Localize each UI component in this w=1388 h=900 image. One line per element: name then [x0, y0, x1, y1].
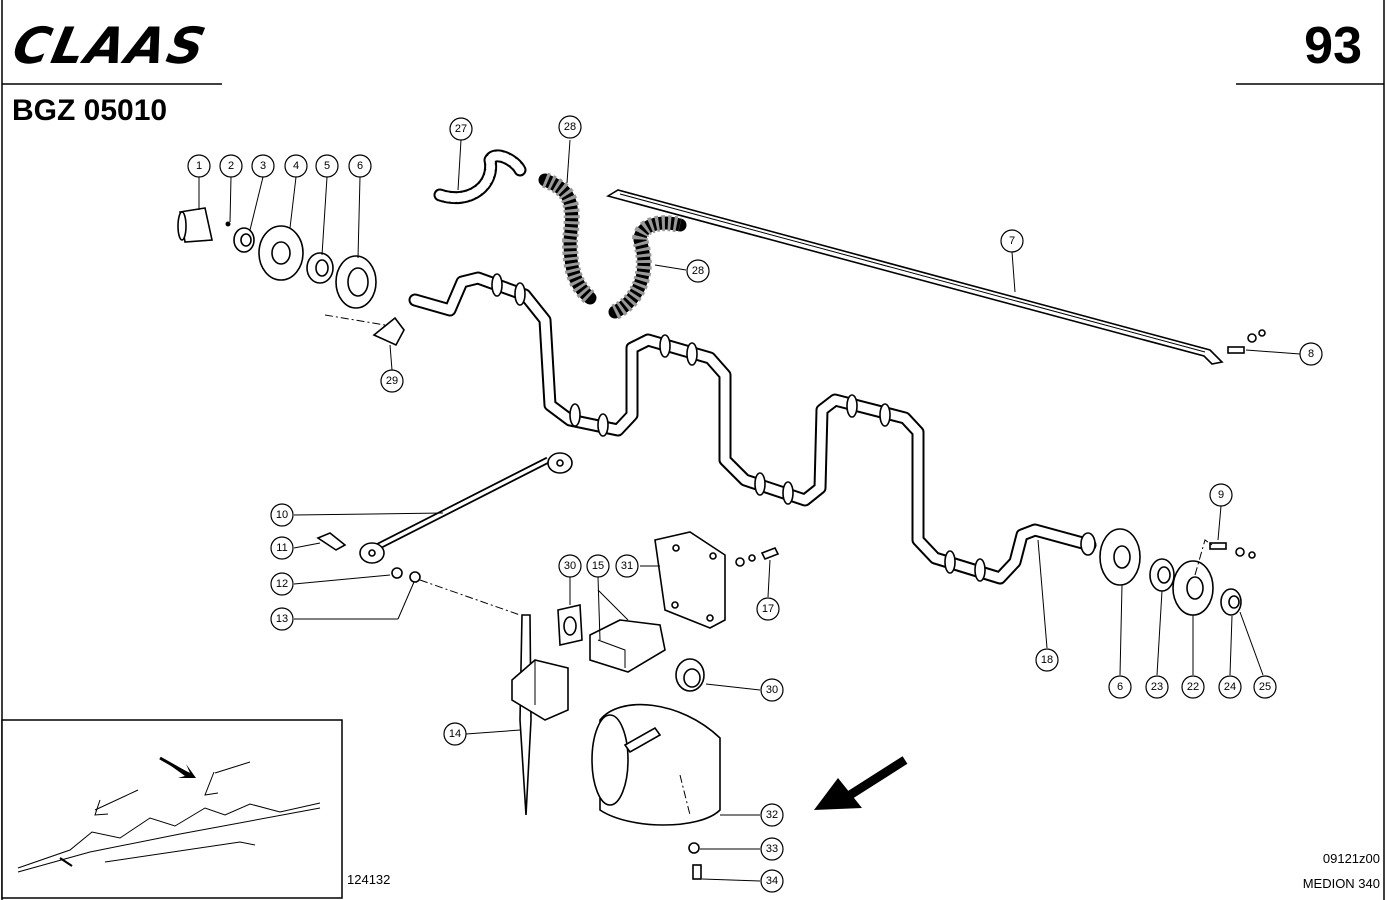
- svg-text:28: 28: [692, 265, 704, 277]
- callout: 11: [270, 536, 294, 560]
- svg-text:6: 6: [1117, 681, 1123, 693]
- callout: 1: [187, 154, 211, 178]
- callout: 3: [251, 154, 275, 178]
- svg-text:18: 18: [1041, 654, 1053, 666]
- callout: 8: [1299, 342, 1323, 366]
- callout: 2: [219, 154, 243, 178]
- part-crankshaft: [408, 271, 1097, 585]
- svg-text:28: 28: [564, 121, 576, 133]
- callout: 15: [586, 554, 610, 578]
- part-connecting-rod: [316, 452, 573, 616]
- svg-text:11: 11: [276, 542, 287, 554]
- part-cover-sleeve: [591, 703, 721, 880]
- figure-number: 124132: [347, 872, 391, 887]
- callout: 33: [760, 837, 784, 861]
- svg-text:29: 29: [386, 375, 398, 387]
- svg-text:4: 4: [293, 160, 299, 172]
- part-bolt-8: [1227, 329, 1266, 354]
- callout: 23: [1145, 675, 1169, 699]
- svg-text:33: 33: [766, 843, 778, 855]
- callout: 14: [443, 722, 467, 746]
- svg-text:7: 7: [1009, 235, 1015, 247]
- callout: 6: [1108, 675, 1132, 699]
- svg-text:34: 34: [766, 875, 778, 887]
- svg-text:5: 5: [324, 160, 330, 172]
- callout: 24: [1218, 675, 1242, 699]
- svg-text:17: 17: [762, 603, 774, 615]
- direction-arrow: [814, 756, 908, 810]
- part-bracket-assembly: [557, 531, 780, 692]
- svg-text:14: 14: [449, 728, 461, 740]
- svg-text:30: 30: [564, 560, 576, 572]
- callout: 12: [270, 572, 294, 596]
- part-right-bearing-set: [1099, 528, 1256, 616]
- overview-inset: [1, 719, 343, 899]
- svg-text:6: 6: [357, 160, 363, 172]
- svg-text:10: 10: [276, 509, 288, 521]
- svg-text:3: 3: [260, 160, 266, 172]
- callout: 28: [686, 259, 710, 283]
- svg-text:23: 23: [1151, 681, 1163, 693]
- model-name: MEDION 340: [1302, 876, 1380, 891]
- svg-text:31: 31: [621, 560, 633, 572]
- leader-lines: [198, 139, 1301, 882]
- callout: 6: [348, 154, 372, 178]
- svg-text:12: 12: [276, 578, 288, 590]
- callout: 18: [1035, 648, 1059, 672]
- svg-text:27: 27: [455, 123, 467, 135]
- callout: 31: [615, 554, 639, 578]
- callout: 9: [1209, 483, 1233, 507]
- part-hoses: [433, 149, 687, 320]
- callout: 22: [1181, 675, 1205, 699]
- svg-text:8: 8: [1308, 348, 1314, 360]
- svg-text:30: 30: [766, 684, 778, 696]
- svg-text:9: 9: [1218, 489, 1224, 501]
- callout: 4: [284, 154, 308, 178]
- svg-text:1: 1: [196, 160, 202, 172]
- callout: 5: [315, 154, 339, 178]
- document-code: BGZ 05010: [12, 94, 168, 127]
- reference-code: 09121z00: [1322, 851, 1380, 866]
- svg-text:32: 32: [766, 809, 778, 821]
- svg-text:22: 22: [1187, 681, 1199, 693]
- part-beam: [605, 189, 1224, 365]
- page-number: 93: [1304, 17, 1362, 75]
- callout: 27: [449, 117, 473, 141]
- callout: 10: [270, 503, 294, 527]
- callout: 29: [380, 369, 404, 393]
- callout: 30: [558, 554, 582, 578]
- callout: 7: [1000, 229, 1024, 253]
- callout: 30: [760, 678, 784, 702]
- callout: 32: [760, 803, 784, 827]
- svg-text:24: 24: [1224, 681, 1236, 693]
- part-knife-bar: [511, 614, 569, 816]
- callout: 34: [760, 869, 784, 893]
- callout: 13: [270, 607, 294, 631]
- callout: 25: [1253, 675, 1277, 699]
- callout: 28: [558, 115, 582, 139]
- svg-text:15: 15: [592, 560, 604, 572]
- svg-text:2: 2: [228, 160, 234, 172]
- callout: 17: [756, 597, 780, 621]
- svg-text:25: 25: [1259, 681, 1271, 693]
- part-left-bearing-set: [177, 207, 405, 347]
- svg-text:13: 13: [276, 613, 288, 625]
